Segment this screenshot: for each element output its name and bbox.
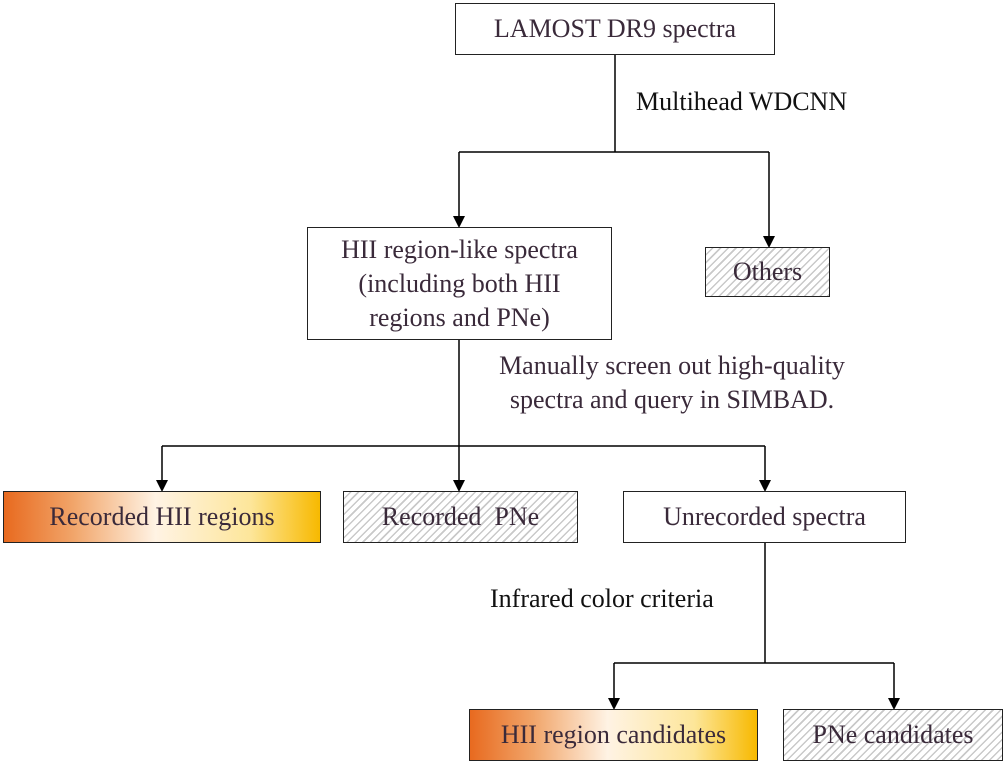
- node-lamost-dr9-spectra: LAMOST DR9 spectra: [455, 3, 775, 55]
- node-recorded-hii-regions: Recorded HII regions: [3, 491, 321, 543]
- edge-label-multihead-wdcnn: Multihead WDCNN: [636, 87, 848, 116]
- node-hii-region-like-spectra: HII region-like spectra (including both …: [307, 227, 612, 340]
- edge-label-manual-screen-line-2: spectra and query in SIMBAD.: [509, 385, 835, 414]
- node-hii-region-candidates: HII region candidates: [469, 709, 758, 761]
- node-hii-like-line-3: regions and PNe): [369, 302, 550, 332]
- edge-label-infrared-color-criteria: Infrared color criteria: [490, 584, 714, 613]
- node-hii-like-line-2: (including both HII: [358, 268, 561, 298]
- edge-label-manual-screen-line-1: Manually screen out high-quality: [499, 351, 845, 380]
- node-others: Others: [705, 247, 830, 297]
- node-recorded-pne: Recorded PNe: [343, 491, 578, 543]
- node-pne-candidates: PNe candidates: [783, 709, 1003, 761]
- node-lamost-label: LAMOST DR9 spectra: [493, 14, 737, 43]
- node-hii-like-line-1: HII region-like spectra: [341, 234, 578, 264]
- node-unrecorded-spectra: Unrecorded spectra: [623, 491, 906, 543]
- node-recorded-hii-label: Recorded HII regions: [49, 502, 275, 531]
- edge-label-manual-screen: Manually screen out high-quality spectra…: [462, 349, 882, 417]
- node-others-label: Others: [732, 257, 803, 286]
- node-recorded-pne-label: Recorded PNe: [381, 502, 540, 531]
- node-hii-candidates-label: HII region candidates: [500, 720, 727, 749]
- node-unrecorded-label: Unrecorded spectra: [663, 502, 866, 531]
- node-pne-candidates-label: PNe candidates: [812, 720, 974, 749]
